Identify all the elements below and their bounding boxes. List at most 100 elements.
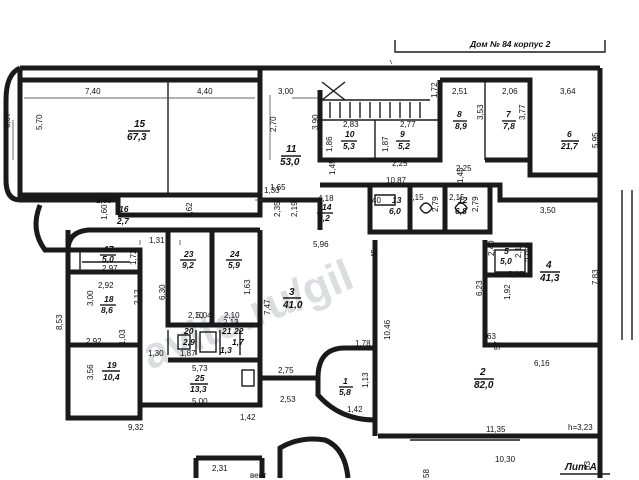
svg-text:4: 4	[545, 260, 552, 271]
svg-text:2,70: 2,70	[269, 116, 278, 132]
svg-text:1,87: 1,87	[381, 136, 390, 152]
svg-text:2,15: 2,15	[449, 193, 465, 202]
svg-text:1,7: 1,7	[232, 337, 245, 347]
right-facade	[621, 190, 633, 340]
svg-text:13: 13	[392, 195, 402, 205]
building-label: Дом № 84 корпус 2	[469, 39, 551, 49]
svg-text:2,97: 2,97	[102, 264, 118, 273]
svg-text:2,31: 2,31	[212, 464, 228, 473]
svg-text:2,19: 2,19	[514, 242, 523, 258]
svg-text:6,16: 6,16	[534, 359, 550, 368]
svg-text:63: 63	[487, 332, 496, 341]
svg-text:22: 22	[233, 326, 244, 336]
svg-text:19: 19	[107, 360, 117, 370]
wc-fixtures	[374, 194, 468, 214]
svg-text:57: 57	[493, 341, 502, 350]
vestibule-curve	[315, 345, 378, 436]
room-label-13: 13 6,0	[389, 195, 402, 216]
svg-text:1,62: 1,62	[185, 202, 194, 218]
room-label-21: 21 1,3	[220, 326, 232, 355]
bottom-porch-wall	[277, 436, 351, 479]
svg-text:8: 8	[457, 109, 462, 119]
svg-text:10,4: 10,4	[103, 372, 120, 382]
svg-text:2,12: 2,12	[133, 289, 142, 305]
svg-text:24: 24	[229, 249, 240, 259]
svg-text:2,35: 2,35	[273, 201, 282, 217]
svg-text:9: 9	[400, 129, 405, 139]
svg-text:1,87: 1,87	[180, 349, 196, 358]
svg-text:10,46: 10,46	[383, 319, 392, 340]
svg-text:2,19: 2,19	[290, 201, 299, 217]
svg-text:1: 1	[343, 376, 348, 386]
svg-text:5,04: 5,04	[196, 311, 212, 320]
svg-text:2,15: 2,15	[408, 193, 424, 202]
svg-text:18: 18	[104, 294, 114, 304]
small-rooms-inner	[167, 330, 241, 355]
room-label-3: 3 41,0	[282, 287, 303, 311]
svg-text:13,3: 13,3	[190, 384, 207, 394]
svg-text:9,32: 9,32	[128, 423, 144, 432]
svg-text:2,10: 2,10	[188, 311, 204, 320]
svg-text:1,60: 1,60	[96, 196, 112, 205]
svg-text:2,06: 2,06	[502, 87, 518, 96]
room-label-2: 2 82,0	[474, 367, 494, 391]
svg-text:1,3: 1,3	[220, 345, 232, 355]
room-label-24: 24 5,9	[226, 249, 242, 270]
room-label-20: 20 2,9	[182, 326, 195, 347]
svg-text:2,75: 2,75	[278, 366, 294, 375]
room-label-9: 9 5,2	[396, 129, 410, 151]
svg-text:1,72: 1,72	[129, 249, 138, 265]
room-label-16: 16 2,7	[116, 204, 130, 226]
svg-text:1,31: 1,31	[149, 236, 165, 245]
svg-text:9,2: 9,2	[182, 260, 194, 270]
svg-text:3,00: 3,00	[86, 290, 95, 306]
svg-text:82,0: 82,0	[474, 380, 494, 391]
svg-text:41,3: 41,3	[539, 273, 560, 284]
svg-text:53,0: 53,0	[280, 157, 300, 168]
svg-text:40: 40	[372, 196, 381, 205]
room-15-outline	[17, 77, 263, 198]
room-label-6: 6 21,7	[560, 129, 579, 151]
svg-text:6,8: 6,8	[455, 206, 467, 216]
svg-text:1,60: 1,60	[100, 204, 109, 220]
room-label-11: 11 53,0	[280, 144, 301, 168]
svg-text:1,86: 1,86	[325, 136, 334, 152]
svg-text:6,30: 6,30	[158, 284, 167, 300]
svg-text:9,2: 9,2	[318, 213, 330, 223]
svg-text:17: 17	[104, 244, 115, 254]
svg-text:5,2: 5,2	[398, 141, 410, 151]
left-bay-wall	[3, 65, 22, 203]
ceiling-height-note: h=3,23	[568, 423, 593, 432]
svg-text:5,3: 5,3	[343, 141, 355, 151]
room-label-8: 8 8,9	[453, 109, 467, 131]
svg-text:2,25: 2,25	[392, 159, 408, 168]
svg-text:1,30: 1,30	[148, 349, 164, 358]
svg-text:1,92: 1,92	[503, 284, 512, 300]
wc-block-wall	[367, 185, 493, 235]
svg-text:6,0: 6,0	[389, 206, 401, 216]
svg-text:41,0: 41,0	[282, 300, 303, 311]
svg-text:2,40: 2,40	[487, 240, 496, 256]
svg-text:14: 14	[322, 202, 332, 212]
svg-text:1,45: 1,45	[328, 159, 337, 175]
svg-text:1,72: 1,72	[430, 82, 439, 98]
svg-text:2,92: 2,92	[98, 281, 114, 290]
svg-text:2,92: 2,92	[86, 337, 102, 346]
svg-text:5,8: 5,8	[339, 387, 351, 397]
room-label-23: 23 9,2	[180, 249, 196, 270]
svg-text:1,63: 1,63	[243, 279, 252, 295]
svg-text:11,35: 11,35	[486, 425, 506, 434]
svg-text:1,78: 1,78	[355, 339, 371, 348]
room-23-24-wall	[165, 230, 260, 363]
svg-text:21: 21	[221, 326, 232, 336]
svg-text:2: 2	[479, 367, 486, 378]
svg-text:5,9: 5,9	[228, 260, 240, 270]
svg-text:7,83: 7,83	[591, 269, 600, 285]
room-label-4: 4 41,3	[539, 260, 560, 284]
svg-text:3,77: 3,77	[518, 104, 527, 120]
svg-text:3,50: 3,50	[540, 206, 556, 215]
sink-fixture	[177, 334, 191, 350]
svg-text:7,47: 7,47	[263, 299, 272, 315]
svg-text:6,23: 6,23	[475, 280, 484, 296]
svg-text:11: 11	[286, 144, 297, 155]
